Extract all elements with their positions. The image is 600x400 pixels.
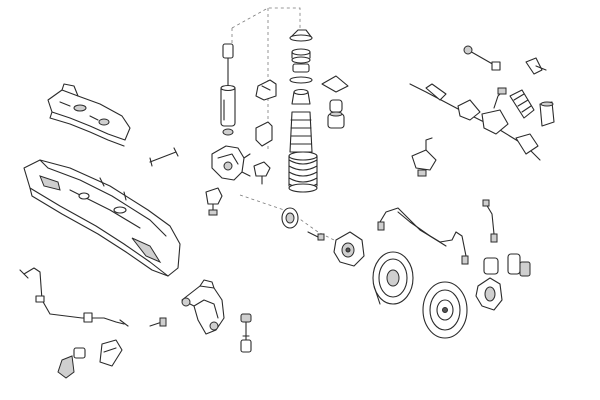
- wheel-hub-icon: [333, 231, 365, 267]
- stabilizer-bar-icon: [19, 267, 129, 327]
- subframe-crossmember-icon: [47, 83, 131, 147]
- strut-top-mount-icon: [289, 29, 313, 84]
- brake-disc-icon: [372, 251, 414, 305]
- steering-rack-icon: [409, 83, 541, 161]
- brake-caliper-icon: [475, 277, 503, 311]
- brake-pads-icon: [483, 253, 531, 277]
- brake-hose-icon: [377, 199, 498, 265]
- shock-absorber-icon: [220, 43, 236, 136]
- bump-stop-icon: [321, 75, 349, 129]
- control-arm-icon: [181, 279, 225, 335]
- ball-joint-icon: [205, 187, 223, 216]
- steering-knuckle-icon: [211, 145, 251, 181]
- stabilizer-bushing-icon: [57, 339, 123, 379]
- mounting-bracket-icon: [253, 79, 277, 185]
- front-axle-subframe-icon: [23, 159, 181, 277]
- wheel-bearing-icon: [281, 207, 325, 241]
- tie-rod-end-icon: [463, 45, 547, 75]
- stabilizer-link-icon: [240, 313, 252, 353]
- coil-spring-icon: [288, 151, 318, 193]
- ball-joint-icon: [411, 137, 437, 177]
- bolt-icon: [149, 317, 167, 327]
- dust-cover-icon: [289, 88, 313, 153]
- stabilizer-bar-icon: [149, 147, 179, 167]
- assembly-guide-lines: [231, 7, 347, 247]
- steering-boot-icon: [509, 89, 555, 127]
- brake-disc-icon: [422, 281, 468, 339]
